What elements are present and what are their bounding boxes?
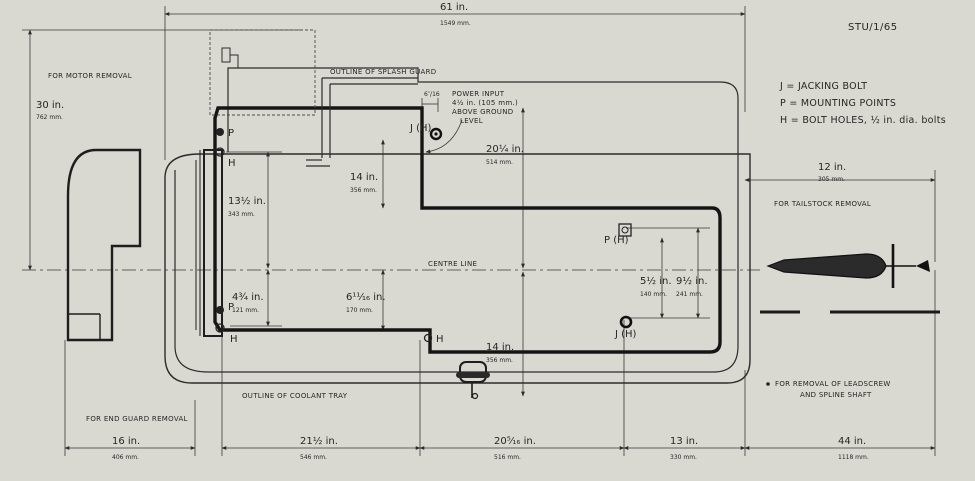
base-footprint	[213, 106, 722, 354]
dim-61-imperial: 61 in.	[440, 2, 468, 13]
bolt-hole-top	[215, 147, 225, 157]
drawing-reference: STU/1/65	[848, 22, 898, 33]
dim-44-imperial: 44 in.	[838, 436, 866, 447]
dim-5-half-imperial: 5½ in.	[640, 275, 672, 287]
motor-removal-label: FOR MOTOR REMOVAL	[48, 72, 132, 80]
end-guard-removal-label: FOR END GUARD REMOVAL	[86, 415, 188, 423]
power-input-line: LEVEL	[460, 117, 483, 125]
power-input-line: 4½ in. (105 mm.)	[452, 99, 518, 107]
bolt-hole-bottom	[215, 323, 225, 333]
power-input-line: POWER INPUT	[452, 90, 505, 98]
legend: J = JACKING BOLT P = MOUNTING POINTS H =…	[779, 81, 946, 126]
leadscrew-handwheel	[456, 361, 490, 400]
coolant-tray-outline	[164, 153, 751, 384]
legend-item: P = MOUNTING POINTS	[780, 98, 896, 109]
power-input-line: ABOVE GROUND	[452, 108, 513, 116]
dim-13-half-metric: 343 mm.	[228, 211, 255, 218]
tailstock-outline	[766, 244, 930, 288]
legend-item: H = BOLT HOLES, ½ in. dia. bolts	[780, 115, 946, 126]
dim-14-upper-imperial: 14 in.	[350, 172, 378, 183]
dim-9-half-metric: 241 mm.	[676, 291, 703, 298]
dim-13-metric: 330 mm.	[670, 454, 697, 461]
mounting-points	[215, 127, 633, 343]
dim-21-half-imperial: 21½ in.	[300, 435, 338, 447]
coolant-tray-label: OUTLINE OF COOLANT TRAY	[242, 392, 348, 400]
bolt-hole-label-middle: H	[436, 334, 444, 345]
spline-shaft-label: AND SPLINE SHAFT	[800, 391, 872, 399]
dim-30-imperial: 30 in.	[36, 100, 64, 111]
dim-30-metric: 762 mm.	[36, 114, 63, 121]
dim-12-metric: 305 mm.	[818, 176, 845, 183]
dim-6-11-16-metric: 170 mm.	[346, 307, 373, 314]
dimension-lines	[22, 6, 936, 456]
tailstock-removal-label: FOR TAILSTOCK REMOVAL	[774, 200, 871, 208]
dim-4-3q-imperial: 4¾ in.	[232, 292, 264, 303]
centre-line-label: CENTRE LINE	[428, 260, 477, 268]
dim-21-half-metric: 546 mm.	[300, 454, 327, 461]
dim-4-3q-metric: 121 mm.	[232, 307, 259, 314]
dim-6-11-16-imperial: 6¹¹⁄₁₆ in.	[346, 292, 386, 303]
dim-14-lower-metric: 356 mm.	[486, 357, 513, 364]
end-guard-outline	[66, 148, 142, 342]
jacking-bolt-label-top: J (H)	[409, 123, 432, 134]
dim-16-metric: 406 mm.	[112, 454, 139, 461]
dim-13-imperial: 13 in.	[670, 436, 698, 447]
dim-14-upper-metric: 356 mm.	[350, 187, 377, 194]
jacking-bolt-bottom	[619, 315, 633, 329]
dim-44-metric: 1118 mm.	[838, 454, 869, 461]
dim-13-half-imperial: 13½ in.	[228, 195, 266, 207]
bolt-hole-middle	[423, 333, 433, 343]
bolt-hole-label-bottom: H	[230, 334, 238, 345]
mounting-point-label-right: P (H)	[604, 235, 629, 246]
dim-20-5-16-imperial: 20⁵⁄₁₆ in.	[494, 436, 536, 447]
leadscrew-removal-label: FOR REMOVAL OF LEADSCREW	[775, 380, 891, 388]
mounting-point-top	[216, 128, 224, 136]
dim-20-5-16-metric: 516 mm.	[494, 454, 521, 461]
dim-14-lower-imperial: 14 in.	[486, 342, 514, 353]
dimension-values: 61 in. 1549 mm. 30 in. 762 mm. 13½ in. 3…	[36, 2, 869, 461]
dim-5-half-metric: 140 mm.	[640, 291, 667, 298]
motor-outline	[209, 29, 316, 116]
splash-guard-outline	[174, 67, 739, 373]
jacking-bolt-top	[429, 127, 443, 141]
dim-9-half-imperial: 9½ in.	[676, 275, 708, 287]
mounting-point-bottom	[216, 306, 224, 314]
bolt-hole-label-top: H	[228, 158, 236, 169]
headstock-end	[195, 149, 223, 337]
dim-61-metric: 1549 mm.	[440, 20, 471, 27]
power-offset-dimension: 6″/16	[424, 91, 440, 98]
legend-item: J = JACKING BOLT	[779, 81, 867, 92]
dim-20-quarter-metric: 514 mm.	[486, 159, 513, 166]
mounting-point-right	[618, 223, 632, 237]
dim-12-imperial: 12 in.	[818, 162, 846, 173]
mounting-point-label-bottom: P	[228, 302, 234, 313]
splash-guard-pipe	[306, 77, 418, 167]
jacking-bolt-label-bottom: J (H)	[614, 329, 637, 340]
splash-guard-label: OUTLINE OF SPLASH GUARD	[330, 68, 436, 76]
mounting-point-label-top: P	[228, 128, 234, 139]
dim-16-imperial: 16 in.	[112, 436, 140, 447]
dim-20-quarter-imperial: 20¼ in.	[486, 143, 524, 155]
power-input-note: POWER INPUT 4½ in. (105 mm.) ABOVE GROUN…	[424, 90, 518, 125]
